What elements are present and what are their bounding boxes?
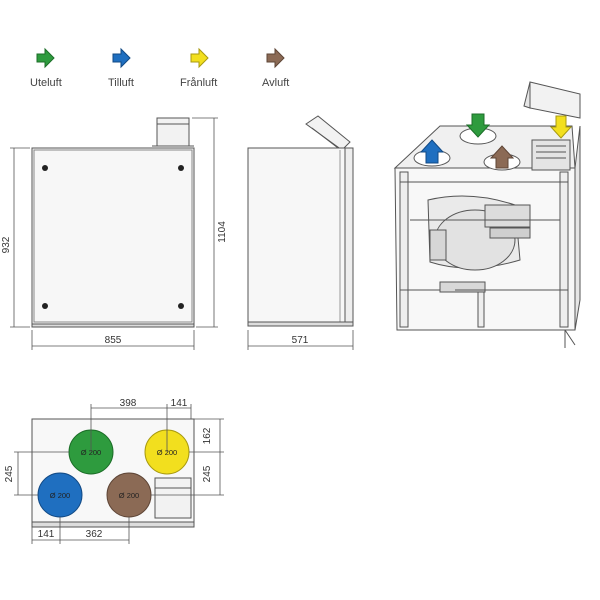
uteluft-down-arrow-icon	[465, 113, 491, 138]
port-diameter-label: Ø 200	[119, 491, 139, 500]
legend-item-tilluft: Tilluft	[108, 47, 134, 89]
isometric-arrows	[419, 113, 573, 169]
franluft-down-arrow-icon	[549, 115, 573, 139]
port-tilluft: Ø 200	[37, 472, 83, 518]
dim-front-height: 932	[1, 236, 12, 253]
dim-side-depth: 571	[292, 335, 309, 346]
legend-label-franluft: Frånluft	[180, 77, 217, 89]
legend-item-franluft: Frånluft	[180, 47, 217, 89]
side-view	[247, 115, 354, 327]
legend: Uteluft Tilluft Frånluft Avluft	[30, 47, 289, 89]
yellow-arrow-icon	[190, 47, 209, 69]
green-arrow-icon	[36, 47, 55, 69]
dim-total-height: 1104	[217, 221, 228, 243]
blue-arrow-icon	[112, 47, 131, 69]
port-avluft: Ø 200	[106, 472, 152, 518]
screw-icon	[178, 303, 184, 309]
brown-arrow-icon	[266, 47, 285, 69]
port-diameter-label: Ø 200	[157, 448, 177, 457]
screw-icon	[42, 303, 48, 309]
dim-right-245: 245	[202, 465, 213, 482]
avluft-up-arrow-icon	[489, 145, 515, 169]
dim-bottom-362: 362	[86, 529, 103, 540]
dim-top-141: 141	[171, 398, 188, 409]
legend-item-uteluft: Uteluft	[30, 47, 62, 89]
tilluft-up-arrow-icon	[419, 139, 445, 164]
isometric-view	[393, 81, 581, 348]
dim-top-162: 162	[202, 427, 213, 444]
side-dimensions	[247, 330, 354, 350]
port-diameter-label: Ø 200	[50, 491, 70, 500]
front-view	[31, 117, 195, 328]
dim-top-398: 398	[120, 398, 137, 409]
top-dimensions	[14, 404, 224, 544]
front-dimensions	[10, 117, 218, 350]
dim-front-width: 855	[105, 335, 122, 346]
legend-label-tilluft: Tilluft	[108, 77, 134, 89]
legend-label-uteluft: Uteluft	[30, 77, 62, 89]
dim-left-245: 245	[4, 465, 15, 482]
legend-item-avluft: Avluft	[262, 47, 289, 89]
screw-icon	[178, 165, 184, 171]
legend-label-avluft: Avluft	[262, 77, 289, 89]
port-diameter-label: Ø 200	[81, 448, 101, 457]
screw-icon	[42, 165, 48, 171]
dim-bottom-141: 141	[38, 529, 55, 540]
